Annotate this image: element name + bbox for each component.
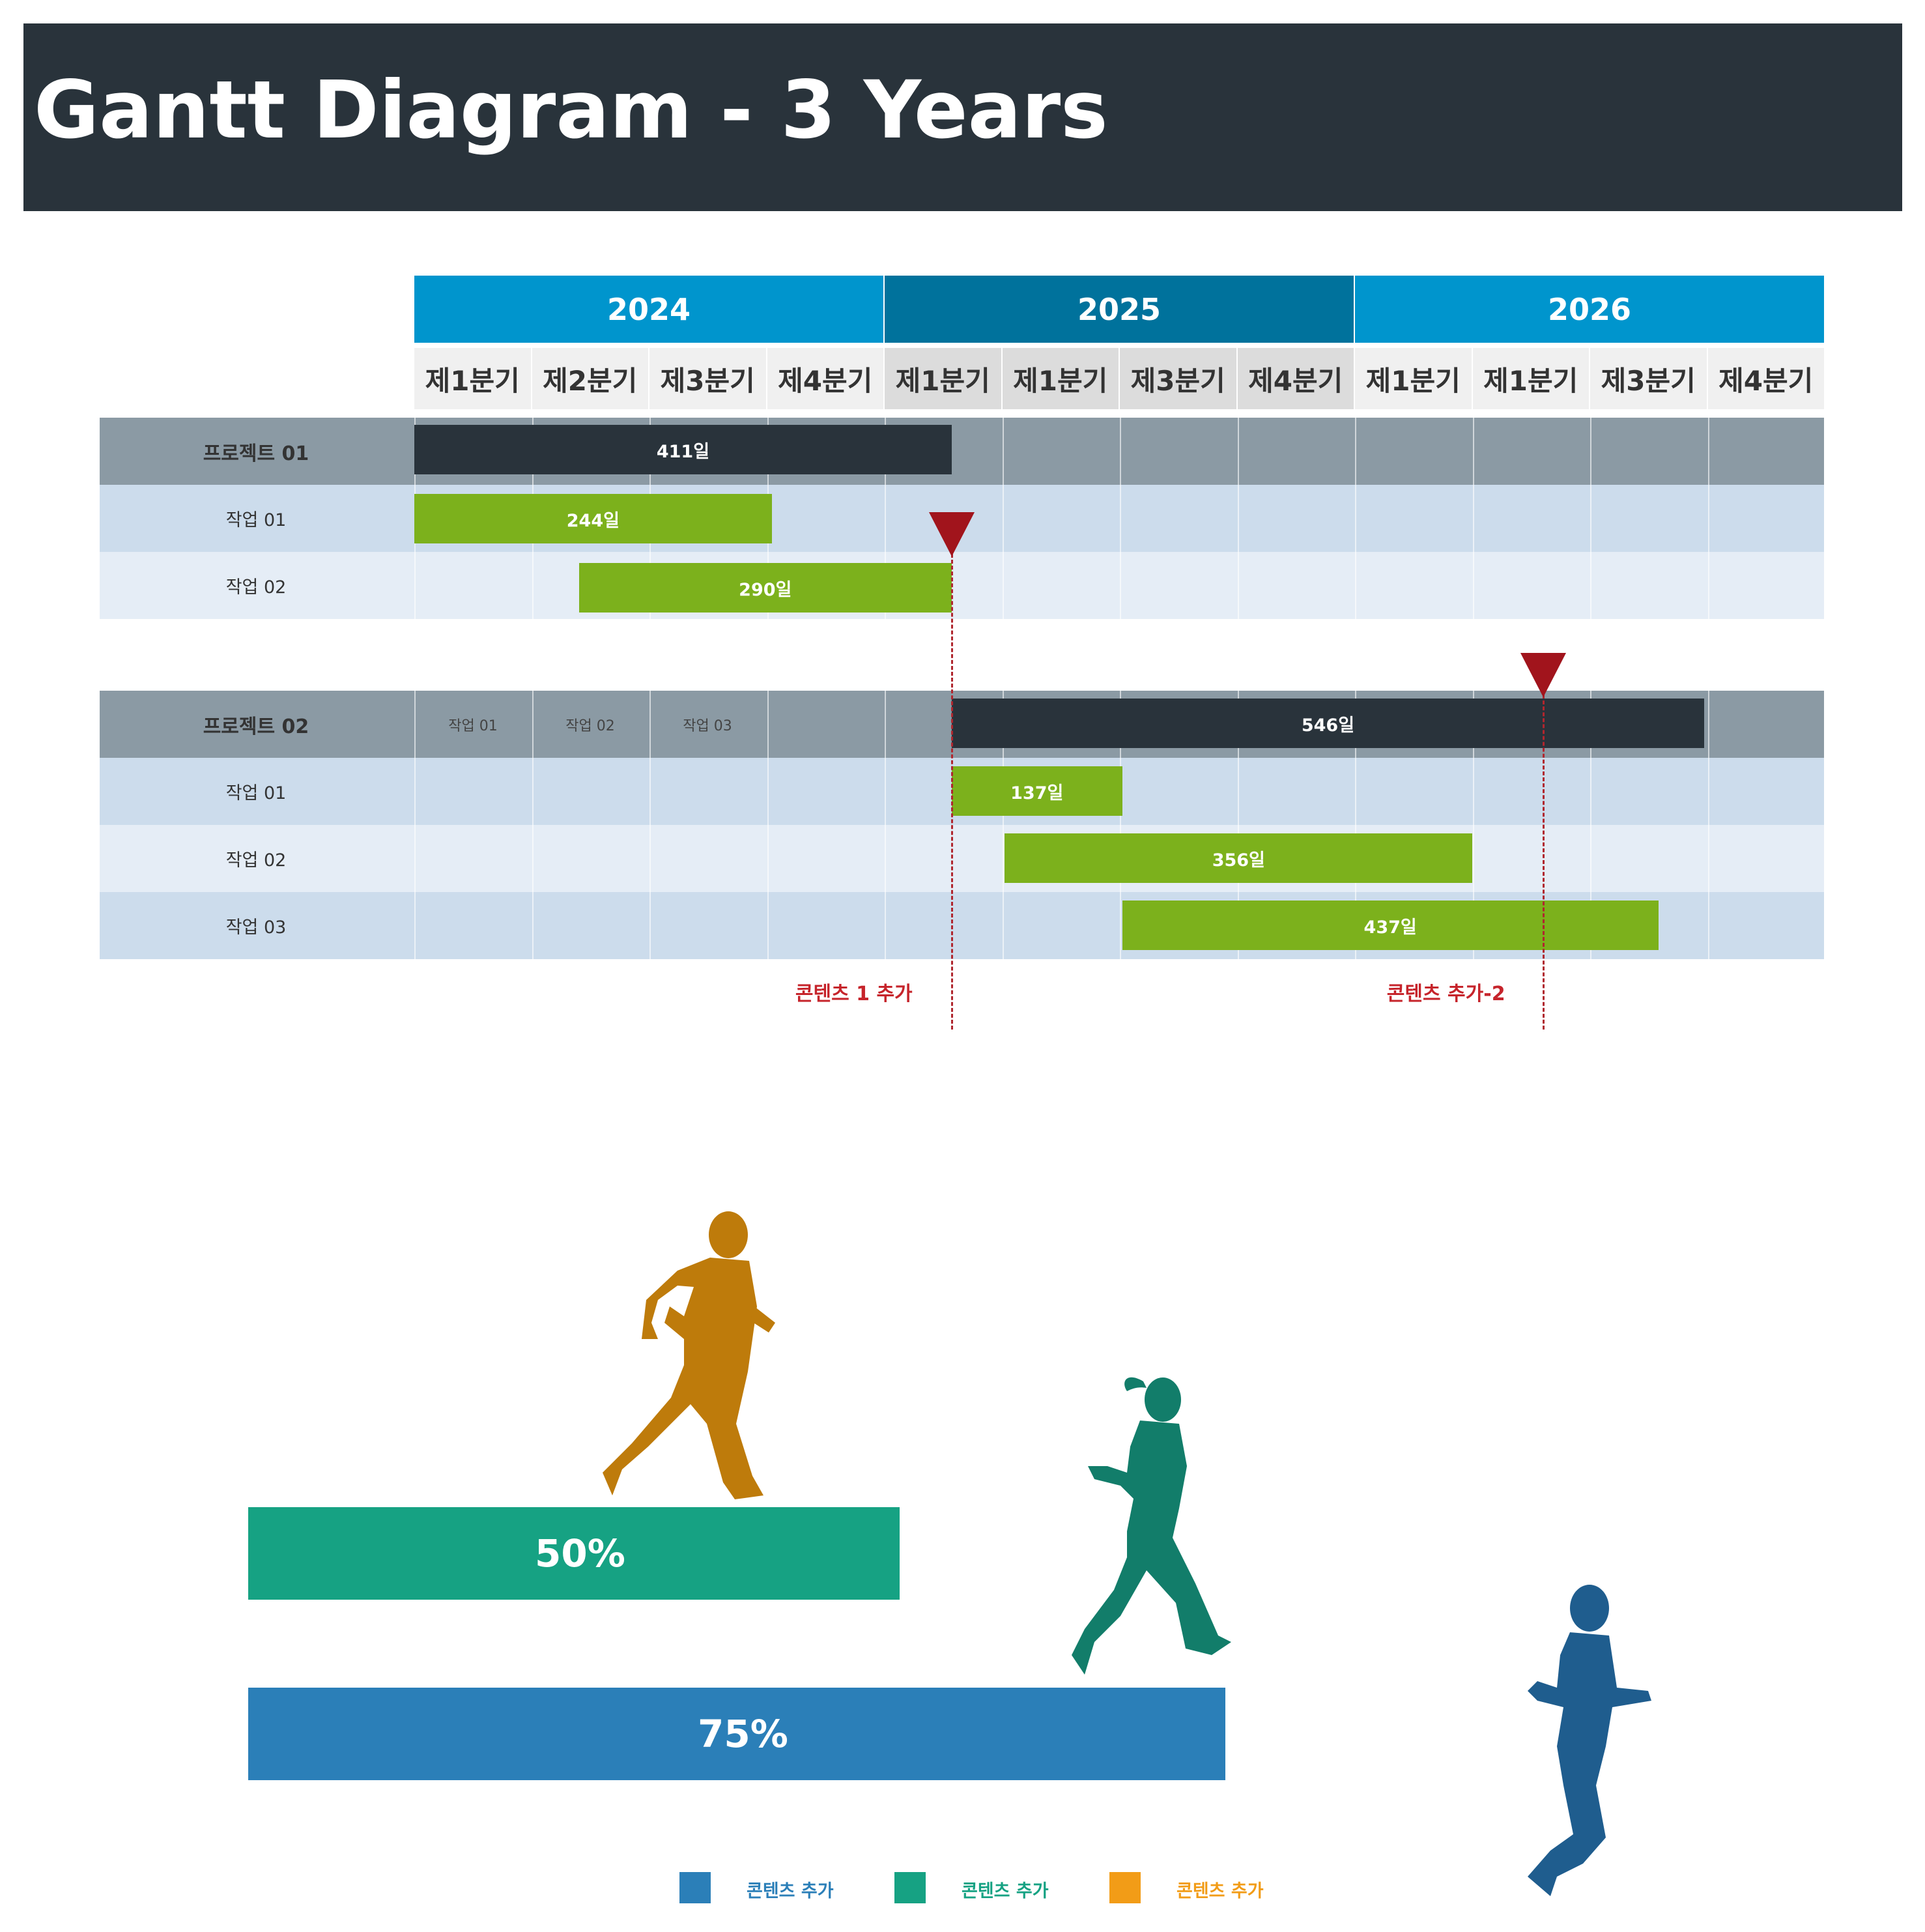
milestone-2-line	[1542, 695, 1545, 1030]
project2-summary-bar: 546일	[951, 699, 1705, 748]
legend-label-teal: 콘텐츠 추가	[962, 1881, 1049, 1901]
project1-row	[100, 418, 1824, 485]
project1-label: 프로젝트 01	[203, 442, 309, 465]
quarter-header-11: 제3분기	[1590, 348, 1707, 409]
legend-swatch-orange	[1109, 1872, 1141, 1903]
quarter-header-6: 제1분기	[1002, 348, 1119, 409]
grid-line	[885, 418, 886, 619]
project1-task1-bar: 244일	[414, 494, 772, 543]
milestone-2-label: 콘텐츠 추가-2	[1386, 983, 1505, 1005]
legend-swatch-blue	[679, 1872, 711, 1903]
quarter-header-10: 제1분기	[1472, 348, 1589, 409]
project1-task2-label: 작업 02	[225, 577, 287, 598]
quarter-header-12: 제4분기	[1707, 348, 1824, 409]
milestone-1-line	[950, 554, 953, 1030]
runner-blue-icon	[1528, 1585, 1651, 1896]
project1-task2-bar: 290일	[578, 563, 952, 613]
progress-label-50: 50%	[535, 1531, 625, 1576]
quarter-header-5: 제1분기	[885, 348, 1001, 409]
project2-task3-label: 작업 03	[225, 917, 287, 938]
project2-task1-label: 작업 01	[225, 783, 287, 803]
progress-bar-50: 50%	[248, 1507, 900, 1600]
project2-cell-label-2: 작업 02	[565, 717, 615, 734]
grid-line	[1237, 691, 1239, 959]
legend-swatch-teal	[894, 1872, 926, 1903]
grid-line	[885, 691, 886, 959]
project2-task3-bar: 437일	[1122, 901, 1659, 950]
project1-task2-row	[100, 552, 1824, 619]
grid-line	[1707, 691, 1709, 959]
grid-line	[1825, 418, 1827, 619]
title-banner	[23, 23, 1902, 211]
legend-label-orange: 콘텐츠 추가	[1176, 1881, 1264, 1901]
project2-label: 프로젝트 02	[203, 715, 309, 738]
project2-cell-label-3: 작업 03	[683, 717, 732, 734]
project2-task1-bar: 137일	[951, 766, 1122, 816]
progress-label-75: 75%	[698, 1712, 788, 1756]
page-title: Gantt Diagram - 3 Years	[34, 64, 1108, 156]
grid-line	[532, 691, 534, 959]
milestone-triangle-icon	[1520, 653, 1566, 697]
project1-summary-bar: 411일	[414, 425, 952, 474]
quarter-header-8: 제4분기	[1237, 348, 1354, 409]
grid-line	[1825, 691, 1827, 959]
grid-line	[1707, 418, 1709, 619]
quarter-header-4: 제4분기	[767, 348, 883, 409]
project2-cell-label-1: 작업 01	[448, 717, 498, 734]
project2-task2-label: 작업 02	[225, 850, 287, 871]
grid-line	[1002, 691, 1004, 959]
quarter-header-7: 제3분기	[1120, 348, 1236, 409]
runner-teal-icon	[1072, 1377, 1231, 1675]
runner-orange-icon	[603, 1211, 775, 1499]
grid-line	[1590, 691, 1591, 959]
grid-line	[1002, 418, 1004, 619]
year-header-2026: 2026	[1355, 276, 1824, 343]
progress-bar-75: 75%	[248, 1688, 1225, 1780]
project2-task2-row	[100, 825, 1824, 892]
project2-task2-bar: 356일	[1005, 833, 1473, 883]
grid-line	[1355, 691, 1356, 959]
grid-line	[1472, 691, 1474, 959]
milestone-triangle-icon	[928, 512, 975, 556]
year-header-2024: 2024	[414, 276, 883, 343]
grid-line	[649, 691, 651, 959]
grid-line	[1237, 418, 1239, 619]
grid-line	[1120, 418, 1121, 619]
quarter-header-1: 제1분기	[414, 348, 531, 409]
grid-line	[1355, 418, 1356, 619]
legend-label-blue: 콘텐츠 추가	[747, 1881, 834, 1901]
quarter-header-3: 제3분기	[649, 348, 766, 409]
project1-task1-label: 작업 01	[225, 510, 287, 530]
year-header-2025: 2025	[885, 276, 1354, 343]
quarter-header-9: 제1분기	[1355, 348, 1472, 409]
quarter-header-2: 제2분기	[532, 348, 648, 409]
grid-line	[1120, 691, 1121, 959]
milestone-1-label: 콘텐츠 1 추가	[795, 983, 913, 1005]
grid-line	[767, 691, 769, 959]
grid-line	[1472, 418, 1474, 619]
grid-line	[414, 691, 416, 959]
grid-line	[1590, 418, 1591, 619]
